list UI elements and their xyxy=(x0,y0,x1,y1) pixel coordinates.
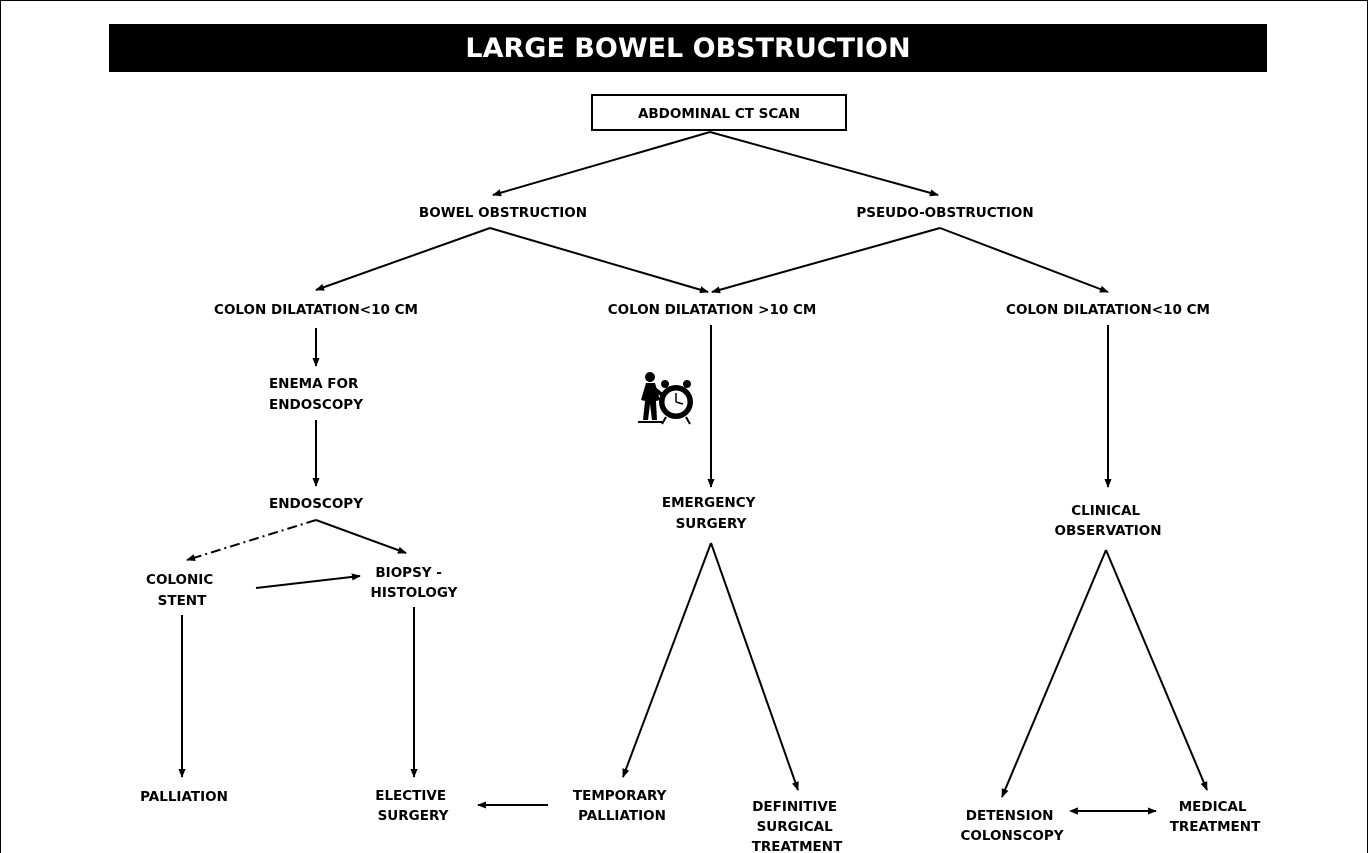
edges xyxy=(178,131,1208,815)
node-definitive-treatment: DEFINITIVE SURGICAL TREATMENT xyxy=(752,799,843,853)
node-colonic-stent: COLONIC STENT xyxy=(146,572,218,609)
edge-pseudo-to-lt10-right xyxy=(939,227,1109,293)
node-bowel-obstruction: BOWEL OBSTRUCTION xyxy=(419,205,587,221)
node-ct-scan: ABDOMINAL CT SCAN xyxy=(638,106,800,122)
edge-observation-to-medical xyxy=(1105,549,1208,791)
edge-stent-to-biopsy xyxy=(255,573,361,589)
edge-emergency-to-definitive xyxy=(710,542,799,791)
doctor-with-alarm-clock-icon xyxy=(638,372,693,425)
node-pseudo-obstruction: PSEUDO-OBSTRUCTION xyxy=(856,205,1033,221)
edge-observation-to-detension xyxy=(1001,549,1107,798)
edge-endoscopy-to-biopsy xyxy=(315,519,407,554)
edge-bowel-to-lt10 xyxy=(315,227,491,291)
edge-bowel-to-gt10 xyxy=(489,227,709,294)
node-emergency-surgery: EMERGENCY SURGERY xyxy=(662,495,760,532)
node-colon-dil-lt10-right: COLON DILATATION<10 CM xyxy=(1006,302,1210,318)
node-colon-dil-gt10: COLON DILATATION >10 CM xyxy=(608,302,817,318)
node-biopsy: BIOPSY - HISTOLOGY xyxy=(371,565,458,601)
node-palliation: PALLIATION xyxy=(140,789,228,805)
node-enema: ENEMA FOR ENDOSCOPY xyxy=(269,376,363,413)
diagram-title: LARGE BOWEL OBSTRUCTION xyxy=(109,24,1267,72)
edge-pseudo-to-gt10 xyxy=(711,227,941,294)
node-detension-colonoscopy: DETENSION COLONSCOPY xyxy=(960,808,1063,844)
node-medical-treatment: MEDICAL TREATMENT xyxy=(1170,799,1261,835)
edge-ct-to-pseudo xyxy=(709,131,939,197)
node-temporary-palliation: TEMPORARY PALLIATION xyxy=(573,788,671,824)
node-colon-dil-lt10-left: COLON DILATATION<10 CM xyxy=(214,302,418,318)
ct-scan-box xyxy=(591,94,847,131)
edge-endoscopy-to-stent xyxy=(186,519,317,562)
edge-ct-to-bowel xyxy=(492,131,711,197)
node-clinical-observation: CLINICAL OBSERVATION xyxy=(1054,503,1161,539)
edge-emergency-to-temporary xyxy=(622,542,712,778)
node-endoscopy: ENDOSCOPY xyxy=(269,496,363,512)
node-elective-surgery: ELECTIVE SURGERY xyxy=(375,788,451,824)
